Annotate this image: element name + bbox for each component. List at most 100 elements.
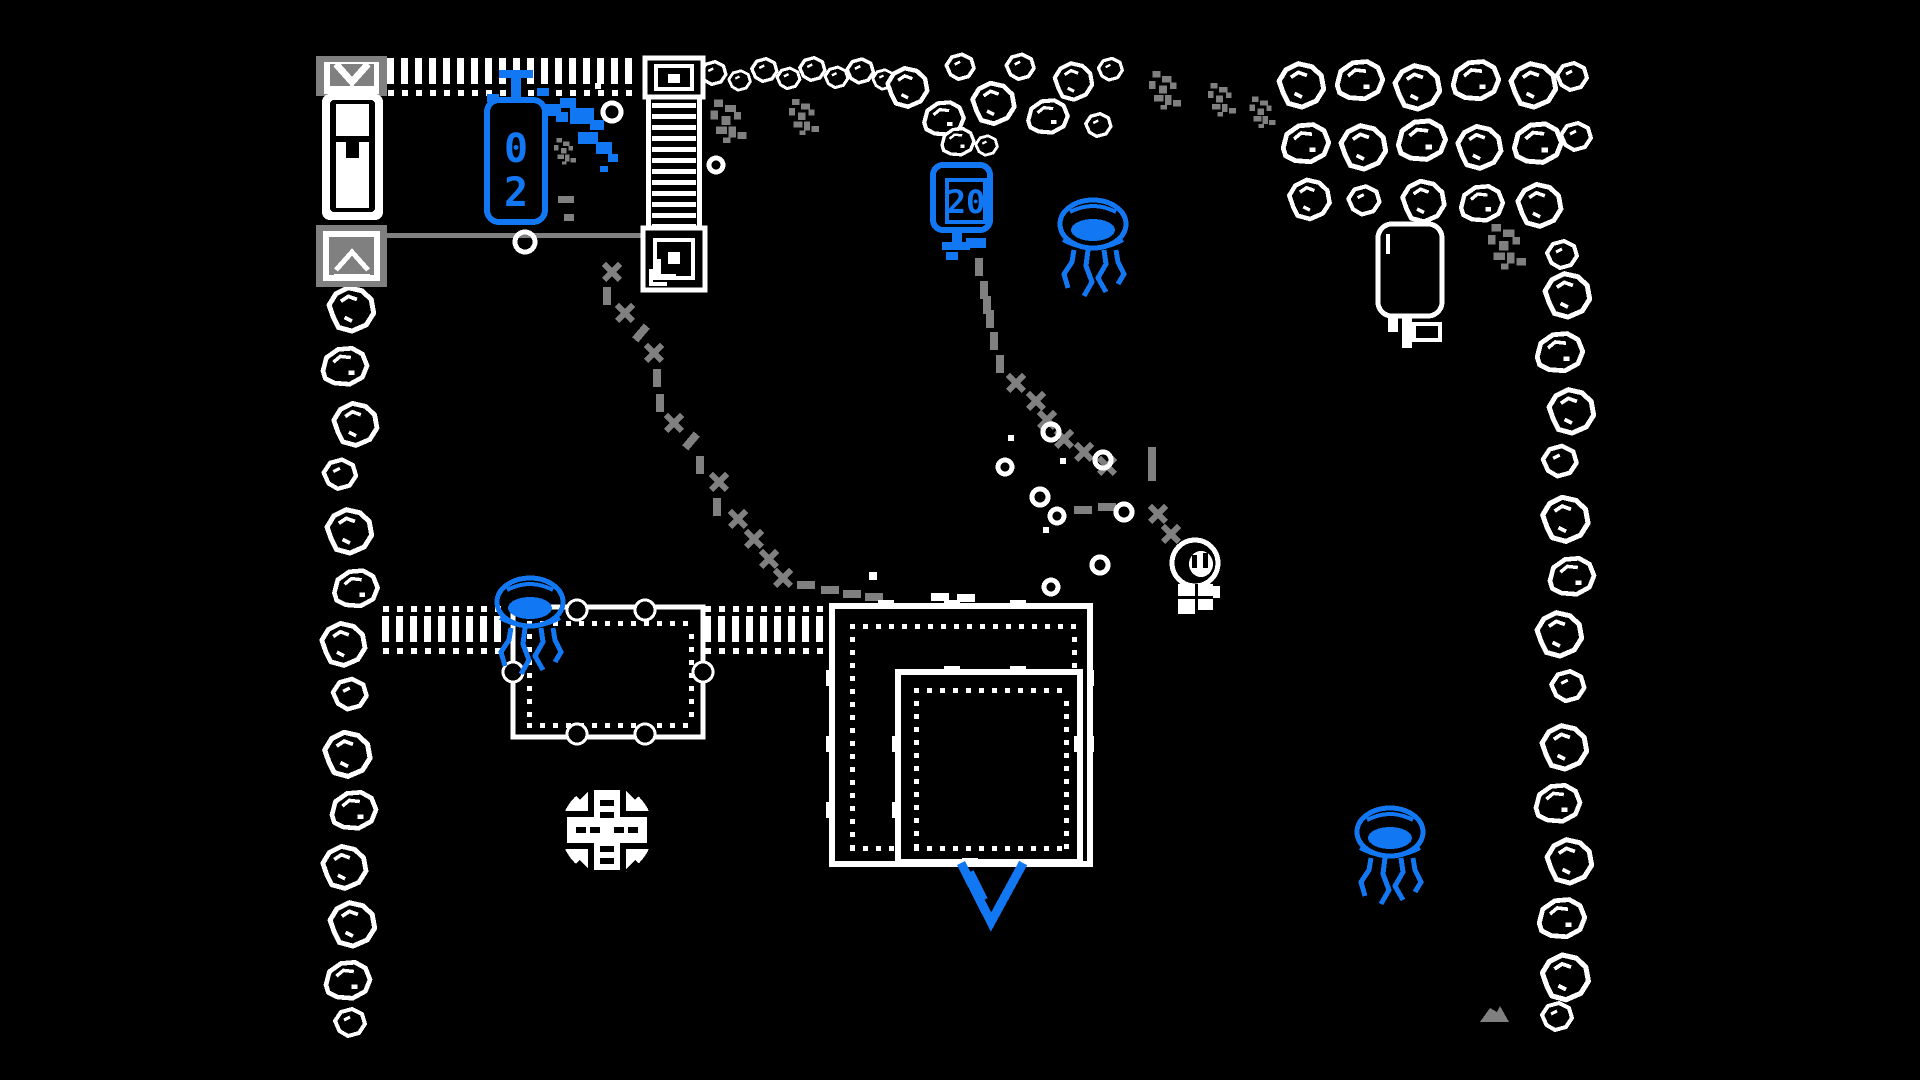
trail-mark (663, 412, 685, 434)
boulder (333, 1007, 367, 1038)
trail-mark (632, 323, 650, 343)
trail-mark (1160, 523, 1182, 545)
trail-mark (614, 302, 636, 324)
trim-dot (657, 723, 662, 728)
boulder (1341, 126, 1386, 169)
trim-dot (1064, 714, 1069, 719)
catwalk-dot (598, 90, 604, 96)
boulder (1551, 671, 1584, 701)
bubble (1029, 486, 1051, 508)
trim-dot (1018, 688, 1023, 693)
airlock-top-box (316, 56, 387, 96)
platform-inner-dotted-trim (914, 688, 1069, 851)
trim-dot (618, 723, 623, 728)
catwalk-rung (424, 616, 431, 642)
boulder (1542, 726, 1587, 769)
trim-dot (914, 688, 919, 693)
trim-dot (927, 688, 932, 693)
trim-dot (850, 806, 855, 811)
boulder (332, 792, 376, 828)
trim-dot (993, 624, 998, 629)
catwalk-dot (556, 90, 562, 96)
ladder-rung (652, 158, 696, 163)
trim-dot (644, 621, 649, 626)
trail-mark (1148, 463, 1156, 481)
boulder (974, 134, 999, 157)
trail-mark (957, 594, 975, 602)
trail-mark (696, 456, 704, 474)
trim-dot (1031, 846, 1036, 851)
trim-dot (1005, 846, 1010, 851)
trim-dot (914, 740, 919, 745)
boulder (1547, 840, 1592, 883)
boulder (1511, 64, 1556, 107)
trim-dot (980, 624, 985, 629)
catwalk-dot (584, 90, 590, 96)
boulder (323, 846, 366, 888)
trim-dot (618, 621, 623, 626)
catwalk-dot (626, 90, 632, 96)
trail-mark (1098, 503, 1116, 511)
boulder (334, 571, 377, 606)
catwalk-dot (495, 648, 501, 654)
trail-mark (980, 281, 988, 299)
trim-dot (1064, 779, 1069, 784)
trail-mark (1073, 441, 1095, 463)
catwalk-dot (388, 90, 394, 96)
catwalk-rung (732, 616, 739, 642)
cross-pad[interactable] (561, 784, 653, 876)
trail-mark (727, 508, 749, 530)
boulder (1283, 125, 1329, 162)
trail-mark (643, 342, 665, 364)
catwalk-dot (733, 606, 739, 612)
catwalk-rung (583, 58, 590, 84)
trim-dot (850, 650, 855, 655)
catwalk-rung (396, 616, 403, 642)
boulder (1084, 112, 1113, 139)
trim-dot (689, 712, 694, 717)
trim-dot (940, 846, 945, 851)
catwalk-dot (500, 90, 506, 96)
trim-dot (850, 702, 855, 707)
boulder (1337, 62, 1383, 99)
trim-dot (954, 624, 959, 629)
catwalk-dot (803, 648, 809, 654)
trim-dot (1064, 727, 1069, 732)
trim-dot (1064, 740, 1069, 745)
catwalk-rung (452, 616, 459, 642)
bubble-dot (1060, 458, 1066, 464)
trail-mark (1025, 390, 1047, 412)
trim-dot (553, 723, 558, 728)
trim-dot (876, 624, 881, 629)
trim-dot (1006, 624, 1011, 629)
boulder (845, 57, 876, 85)
platform-large-inner (892, 666, 1083, 865)
boulder (1279, 64, 1324, 107)
catwalk-rung (569, 58, 576, 84)
ladder-vertical[interactable] (646, 95, 702, 231)
catwalk-dot (761, 606, 767, 612)
catwalk-dot (481, 648, 487, 654)
catwalk-rung (480, 616, 487, 642)
trim-dot (914, 818, 919, 823)
ladder-rung (652, 180, 696, 185)
trim-dot (1064, 701, 1069, 706)
bubble (512, 229, 538, 255)
boulder (1555, 61, 1589, 92)
trim-dot (689, 673, 694, 678)
trim-dot (927, 846, 932, 851)
boulder (324, 460, 356, 489)
bubbles (512, 83, 1135, 597)
trim-dot (902, 624, 907, 629)
airlock-door[interactable] (322, 94, 383, 220)
boulder (798, 56, 827, 83)
boulder (1543, 446, 1577, 476)
trim-dot (1057, 846, 1062, 851)
trim-dot (992, 846, 997, 851)
boulder (322, 623, 365, 665)
trim-dot (1045, 624, 1050, 629)
catwalk-dot (705, 606, 711, 612)
trim-dot (553, 621, 558, 626)
